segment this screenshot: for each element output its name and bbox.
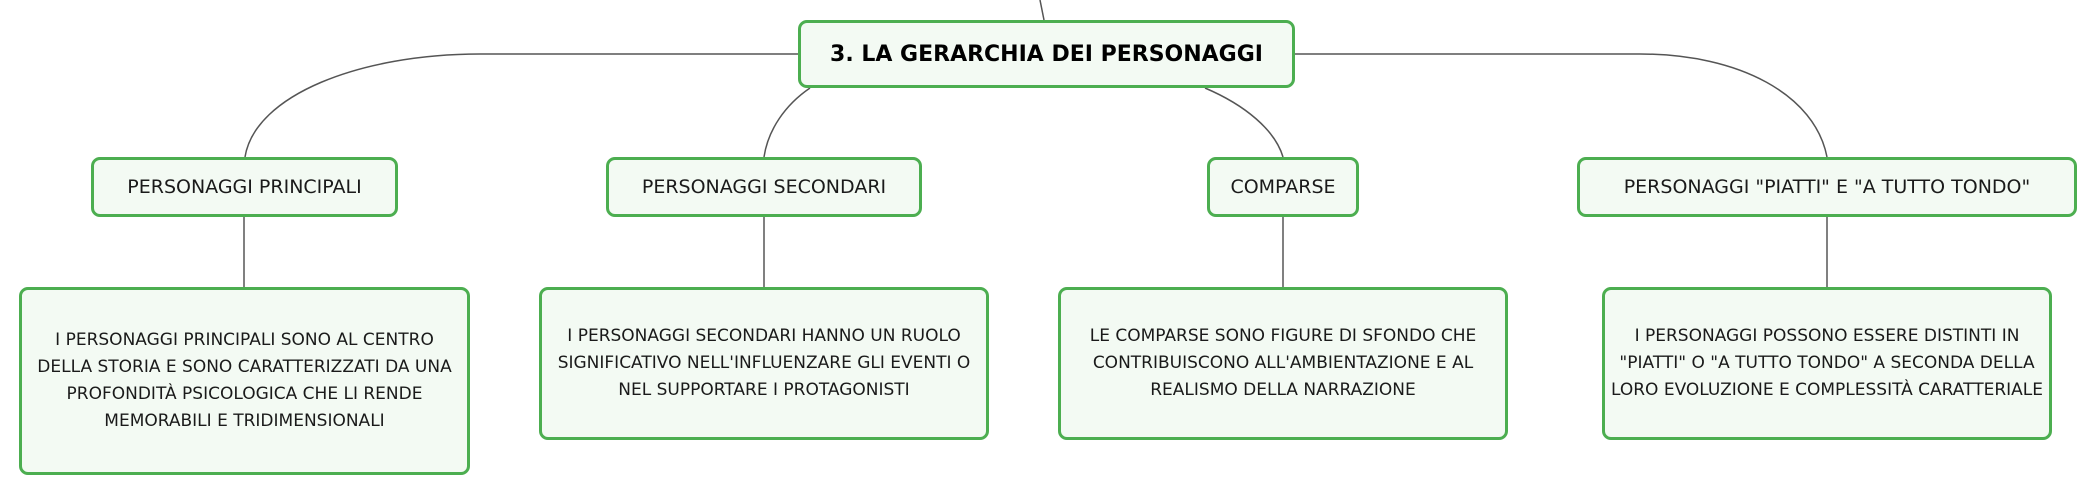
topic-label: PERSONAGGI SECONDARI bbox=[641, 176, 887, 198]
connector-root-secondari bbox=[763, 87, 811, 158]
connector-root-piatti bbox=[1295, 53, 1828, 158]
topic-label: COMPARSE bbox=[1230, 176, 1336, 198]
topic-personaggi-piatti-tondi[interactable]: PERSONAGGI "PIATTI" E "A TUTTO TONDO" bbox=[1577, 157, 2077, 217]
root-topic[interactable]: 3. LA GERARCHIA DEI PERSONAGGI bbox=[798, 20, 1295, 88]
topic-label: PERSONAGGI "PIATTI" E "A TUTTO TONDO" bbox=[1623, 176, 2031, 198]
topic-personaggi-principali[interactable]: PERSONAGGI PRINCIPALI bbox=[91, 157, 398, 217]
subtopic-comparse-description[interactable]: LE COMPARSE SONO FIGURE DI SFONDO CHE CO… bbox=[1058, 287, 1508, 440]
topic-comparse[interactable]: COMPARSE bbox=[1207, 157, 1359, 217]
subtopic-text: I PERSONAGGI PRINCIPALI SONO AL CENTRO D… bbox=[37, 330, 452, 431]
subtopic-principali-description[interactable]: I PERSONAGGI PRINCIPALI SONO AL CENTRO D… bbox=[19, 287, 470, 475]
connector-root-principali bbox=[244, 53, 798, 158]
topic-label: PERSONAGGI PRINCIPALI bbox=[127, 176, 362, 198]
subtopic-text: I PERSONAGGI POSSONO ESSERE DISTINTI IN … bbox=[1611, 326, 2043, 400]
subtopic-text: I PERSONAGGI SECONDARI HANNO UN RUOLO SI… bbox=[557, 326, 971, 400]
topic-personaggi-secondari[interactable]: PERSONAGGI SECONDARI bbox=[606, 157, 922, 217]
connector-root-comparse bbox=[1204, 87, 1284, 158]
root-topic-label: 3. LA GERARCHIA DEI PERSONAGGI bbox=[830, 41, 1263, 67]
subtopic-text: LE COMPARSE SONO FIGURE DI SFONDO CHE CO… bbox=[1089, 326, 1477, 400]
subtopic-piatti-description[interactable]: I PERSONAGGI POSSONO ESSERE DISTINTI IN … bbox=[1602, 287, 2052, 440]
connector-parent bbox=[1039, 0, 1045, 21]
subtopic-secondari-description[interactable]: I PERSONAGGI SECONDARI HANNO UN RUOLO SI… bbox=[539, 287, 989, 440]
